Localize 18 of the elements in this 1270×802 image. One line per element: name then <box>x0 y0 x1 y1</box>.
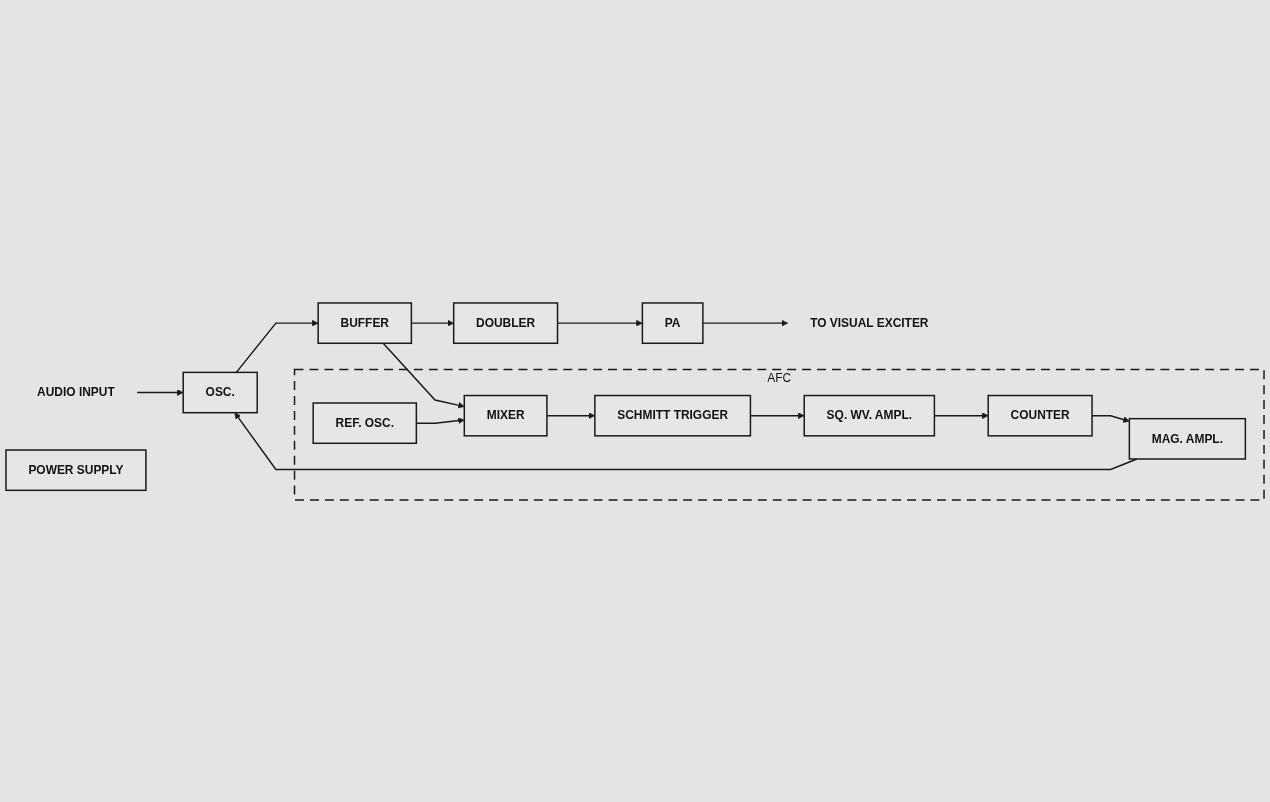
node-box: SCHMITT TRIGGER <box>594 394 752 437</box>
node-box: DOUBLER <box>452 301 559 344</box>
node-box: OSC. <box>182 371 258 413</box>
arrow <box>136 388 184 396</box>
node-box: POWER SUPPLY <box>5 448 147 491</box>
node-box: MIXER <box>463 394 548 437</box>
node-box: COUNTER <box>987 394 1093 437</box>
arrow <box>234 411 1138 470</box>
node-box: MAG. AMPL. <box>1128 417 1247 460</box>
node-text: TO VISUAL EXCITER <box>810 315 929 329</box>
node-text: AUDIO INPUT <box>37 385 115 399</box>
node-box: SQ. WV. AMPL. <box>803 394 936 437</box>
node-box: REF. OSC. <box>312 401 418 444</box>
node-box: BUFFER <box>317 301 413 344</box>
arrow <box>702 319 789 326</box>
arrow <box>235 319 319 373</box>
arrow <box>382 342 465 408</box>
node-box: PA <box>641 301 704 344</box>
